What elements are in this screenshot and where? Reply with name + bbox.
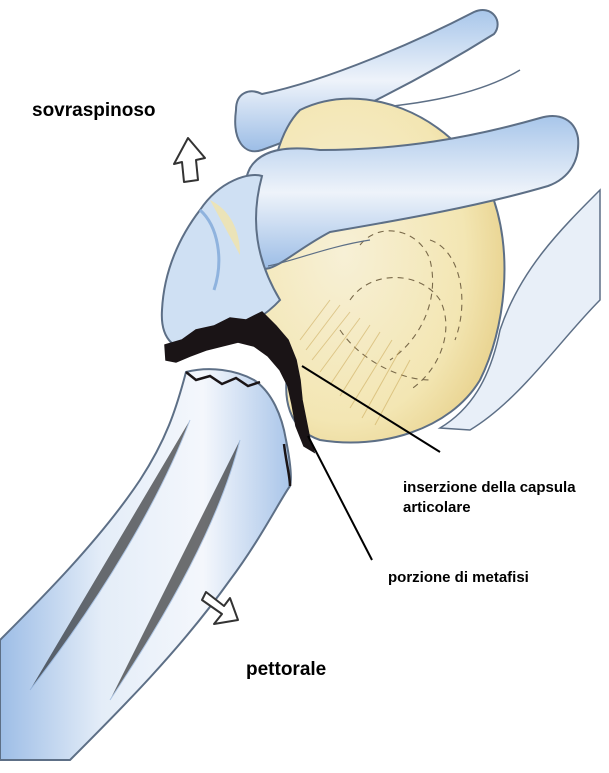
leader-line-metaphysis: [308, 436, 372, 560]
label-pettorale: pettorale: [246, 659, 326, 681]
label-metaphysis: porzione di metafisi: [388, 568, 529, 588]
humeral-shaft: [0, 369, 291, 760]
arrow-up-icon: [174, 138, 205, 182]
label-capsule-line2: articolare: [403, 498, 471, 518]
label-capsule-line1: inserzione della capsula: [403, 478, 576, 498]
label-sovraspinoso: sovraspinoso: [32, 100, 156, 122]
